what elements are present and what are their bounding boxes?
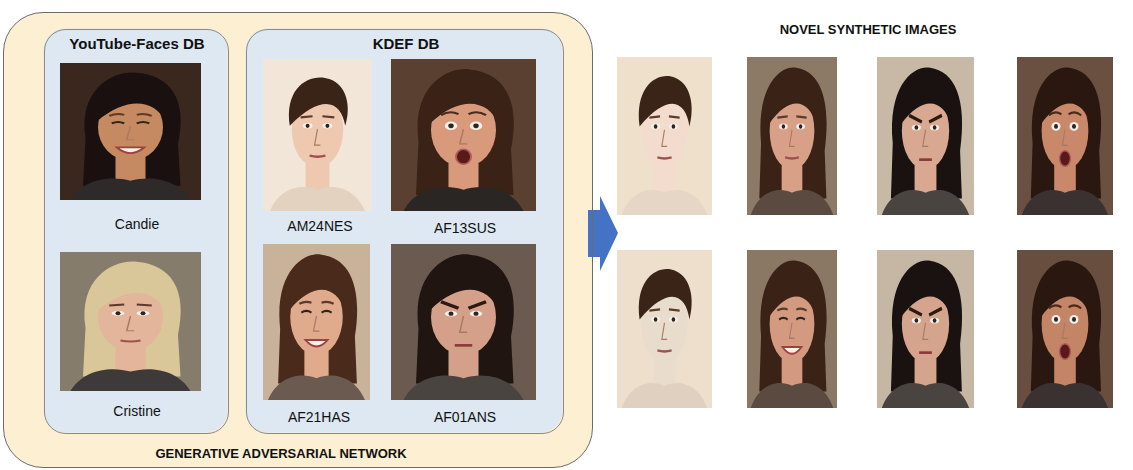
synthetic-face (617, 250, 712, 408)
panel-heading: YouTube-Faces DB (48, 35, 226, 53)
section-heading: NOVEL SYNTHETIC IMAGES (718, 22, 1018, 38)
image-caption: AM24NES (260, 218, 380, 235)
synthetic-face (877, 57, 974, 215)
face-photo (60, 252, 201, 391)
gan-panel: GENERATIVE ADVERSARIAL NETWORK YouTube-Fa… (3, 12, 593, 468)
face-photo (263, 59, 372, 211)
synthetic-face (877, 250, 974, 408)
face-photo (391, 59, 536, 211)
image-caption: Candie (52, 216, 222, 233)
image-caption: Cristine (52, 403, 222, 420)
face-photo (391, 244, 536, 400)
database-panel: KDEF DB AM24NES AF13SUS AF21HAS AF01ANS (246, 29, 564, 434)
panel-title: GENERATIVE ADVERSARIAL NETWORK (71, 446, 491, 462)
synthetic-face (1017, 57, 1113, 215)
image-caption: AF01ANS (395, 409, 535, 426)
face-photo (60, 63, 201, 200)
panel-heading: KDEF DB (256, 35, 556, 53)
synthetic-face (747, 250, 837, 408)
image-caption: AF21HAS (259, 409, 379, 426)
synthetic-face (617, 57, 712, 215)
face-photo (263, 244, 370, 400)
synthetic-face (747, 57, 837, 215)
image-caption: AF13SUS (395, 220, 535, 237)
synthetic-face (1017, 250, 1113, 408)
database-panel: YouTube-Faces DB CandieCristine (44, 29, 229, 434)
